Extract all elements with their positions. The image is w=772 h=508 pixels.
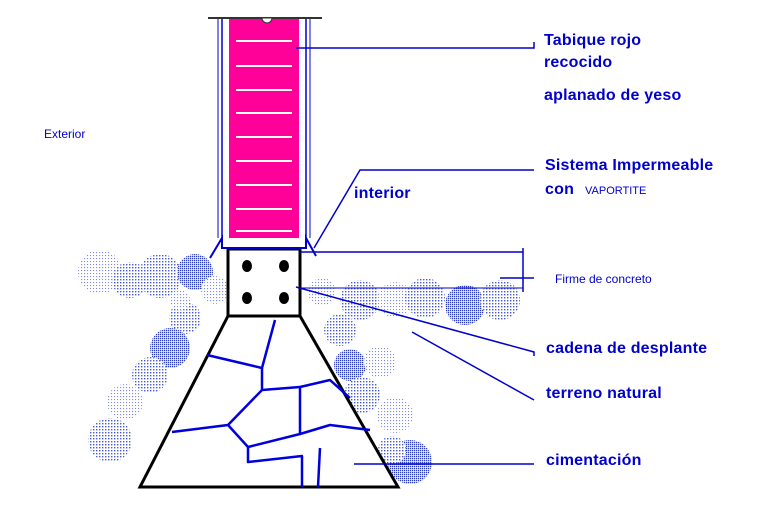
cimentacion-label: cimentación (546, 452, 642, 469)
exterior-label: Exterior (44, 127, 86, 141)
tabique-label: Tabique rojo (544, 32, 642, 49)
aplanado-label: aplanado de yeso (544, 87, 682, 104)
terreno-label: terreno natural (546, 385, 662, 402)
firme-de-concreto (300, 248, 524, 292)
cadena-label: cadena de desplante (546, 340, 708, 357)
sistema-impermeable-label: Sistema Impermeable (545, 157, 714, 174)
leader-lines (295, 42, 535, 465)
cadena-de-desplante (226, 247, 302, 318)
sistema-con-label: con (545, 181, 575, 198)
firme-label: Firme de concreto (555, 272, 652, 286)
vaportite-label: VAPORTITE (585, 185, 647, 197)
interior-label: interior (354, 185, 411, 202)
recocido-label: recocido (544, 54, 613, 71)
tabique-wall (208, 17, 322, 259)
